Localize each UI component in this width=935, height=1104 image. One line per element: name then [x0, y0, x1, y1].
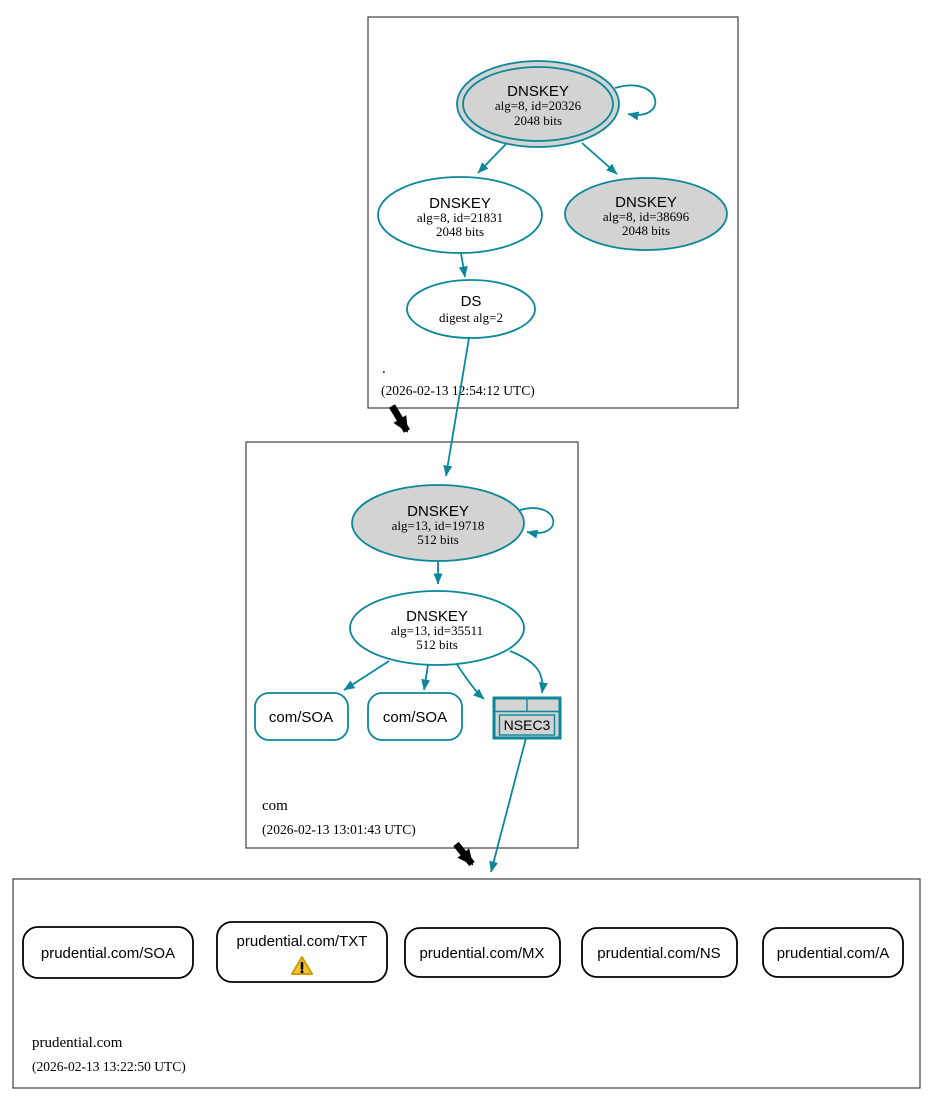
zone-prudential-box: [12, 878, 921, 1089]
node-prudential-mx[interactable]: prudential.com/MX: [404, 927, 561, 978]
zone-prudential: prudential.com (2026-02-13 13:22:50 UTC): [12, 878, 921, 1089]
node-detail: alg=13, id=35511: [391, 623, 483, 638]
edge-com-zsk-to-soa1: [343, 660, 390, 691]
node-com-dnskey-35511[interactable]: DNSKEY alg=13, id=35511 512 bits: [349, 590, 525, 666]
rrset-label: prudential.com/MX: [419, 945, 544, 962]
node-detail: alg=8, id=21831: [417, 210, 503, 225]
dnskey-ellipse[interactable]: [377, 176, 543, 254]
warning-icon: [291, 956, 313, 975]
ksk-inner-ellipse: [462, 66, 614, 142]
warning-exclamation-dot: [300, 970, 304, 974]
node-root-dnskey-38696[interactable]: DNSKEY alg=8, id=38696 2048 bits: [564, 177, 728, 251]
node-size: 512 bits: [416, 637, 458, 652]
rrset-label: prudential.com/NS: [597, 945, 720, 962]
edge-root-ksk-selfloop: [614, 84, 657, 121]
node-prudential-txt[interactable]: prudential.com/TXT: [216, 921, 388, 983]
edge-delegation-root-com: [388, 404, 411, 433]
edge-com-zsk-to-nsec3-left: [455, 662, 485, 700]
rrset-box[interactable]: [367, 692, 463, 741]
rrset-box[interactable]: [404, 927, 561, 978]
zone-root-label: .: [382, 361, 386, 377]
node-root-ds[interactable]: DS digest alg=2: [406, 279, 536, 339]
node-detail: alg=8, id=38696: [603, 209, 690, 224]
node-size: 2048 bits: [622, 223, 670, 238]
node-com-soa-2[interactable]: com/SOA: [367, 692, 463, 741]
rrset-box[interactable]: [216, 921, 388, 983]
node-detail: alg=13, id=19718: [392, 518, 485, 533]
rrset-box[interactable]: [22, 926, 194, 979]
node-title: DNSKEY: [406, 608, 468, 625]
node-root-dnskey-20326[interactable]: DNSKEY alg=8, id=20326 2048 bits: [456, 60, 620, 148]
edges: [343, 84, 657, 873]
zone-root-timestamp: (2026-02-13 12:54:12 UTC): [381, 383, 535, 398]
ds-ellipse[interactable]: [406, 279, 536, 339]
rrset-box[interactable]: [254, 692, 349, 741]
node-prudential-a[interactable]: prudential.com/A: [762, 927, 904, 978]
dnskey-ellipse[interactable]: [351, 484, 525, 562]
node-com-dnskey-19718[interactable]: DNSKEY alg=13, id=19718 512 bits: [351, 484, 525, 562]
edge-com-zsk-to-nsec3-right: [509, 650, 548, 694]
zone-prudential-label: prudential.com: [32, 1035, 123, 1051]
node-title: DNSKEY: [407, 503, 469, 520]
node-prudential-soa[interactable]: prudential.com/SOA: [22, 926, 194, 979]
edge-root-ksk-to-zsk: [477, 143, 507, 174]
nsec3-label: NSEC3: [504, 717, 551, 733]
rrset-label: prudential.com/SOA: [41, 945, 175, 962]
zone-prudential-timestamp: (2026-02-13 13:22:50 UTC): [32, 1059, 186, 1074]
edge-nsec3-to-prudential: [489, 737, 527, 873]
node-title: DNSKEY: [615, 194, 677, 211]
dnskey-ellipse[interactable]: [349, 590, 525, 666]
edge-delegation-com-prudential: [453, 841, 475, 867]
node-size: 512 bits: [417, 532, 459, 547]
node-com-soa-1[interactable]: com/SOA: [254, 692, 349, 741]
rrset-box[interactable]: [762, 927, 904, 978]
node-size: 2048 bits: [436, 224, 484, 239]
dnskey-ellipse[interactable]: [564, 177, 728, 251]
node-root-dnskey-21831[interactable]: DNSKEY alg=8, id=21831 2048 bits: [377, 176, 543, 254]
rrset-box[interactable]: [581, 927, 738, 978]
node-title: DS: [461, 293, 482, 310]
node-com-nsec3[interactable]: NSEC3: [492, 696, 562, 740]
rrset-label: com/SOA: [383, 709, 447, 726]
edge-root-zsk-to-ds: [458, 252, 468, 278]
edge-root-ksk-to-key3: [581, 142, 618, 175]
node-prudential-ns[interactable]: prudential.com/NS: [581, 927, 738, 978]
edge-com-ksk-selfloop: [519, 507, 555, 539]
node-title: DNSKEY: [429, 195, 491, 212]
node-detail: digest alg=2: [439, 310, 503, 325]
node-detail: alg=8, id=20326: [495, 98, 582, 113]
node-size: 2048 bits: [514, 113, 562, 128]
ksk-outer-ellipse[interactable]: [456, 60, 620, 148]
rrset-label: prudential.com/TXT: [237, 933, 368, 950]
edge-com-zsk-to-soa2: [421, 664, 431, 691]
rrset-label: prudential.com/A: [777, 945, 890, 962]
zone-com-label: com: [262, 798, 288, 814]
nsec3-label-cell: [498, 714, 556, 736]
edge-ds-to-com-ksk: [443, 337, 470, 477]
rrset-label: com/SOA: [269, 709, 333, 726]
zone-com-timestamp: (2026-02-13 13:01:43 UTC): [262, 822, 416, 837]
node-title: DNSKEY: [507, 83, 569, 100]
